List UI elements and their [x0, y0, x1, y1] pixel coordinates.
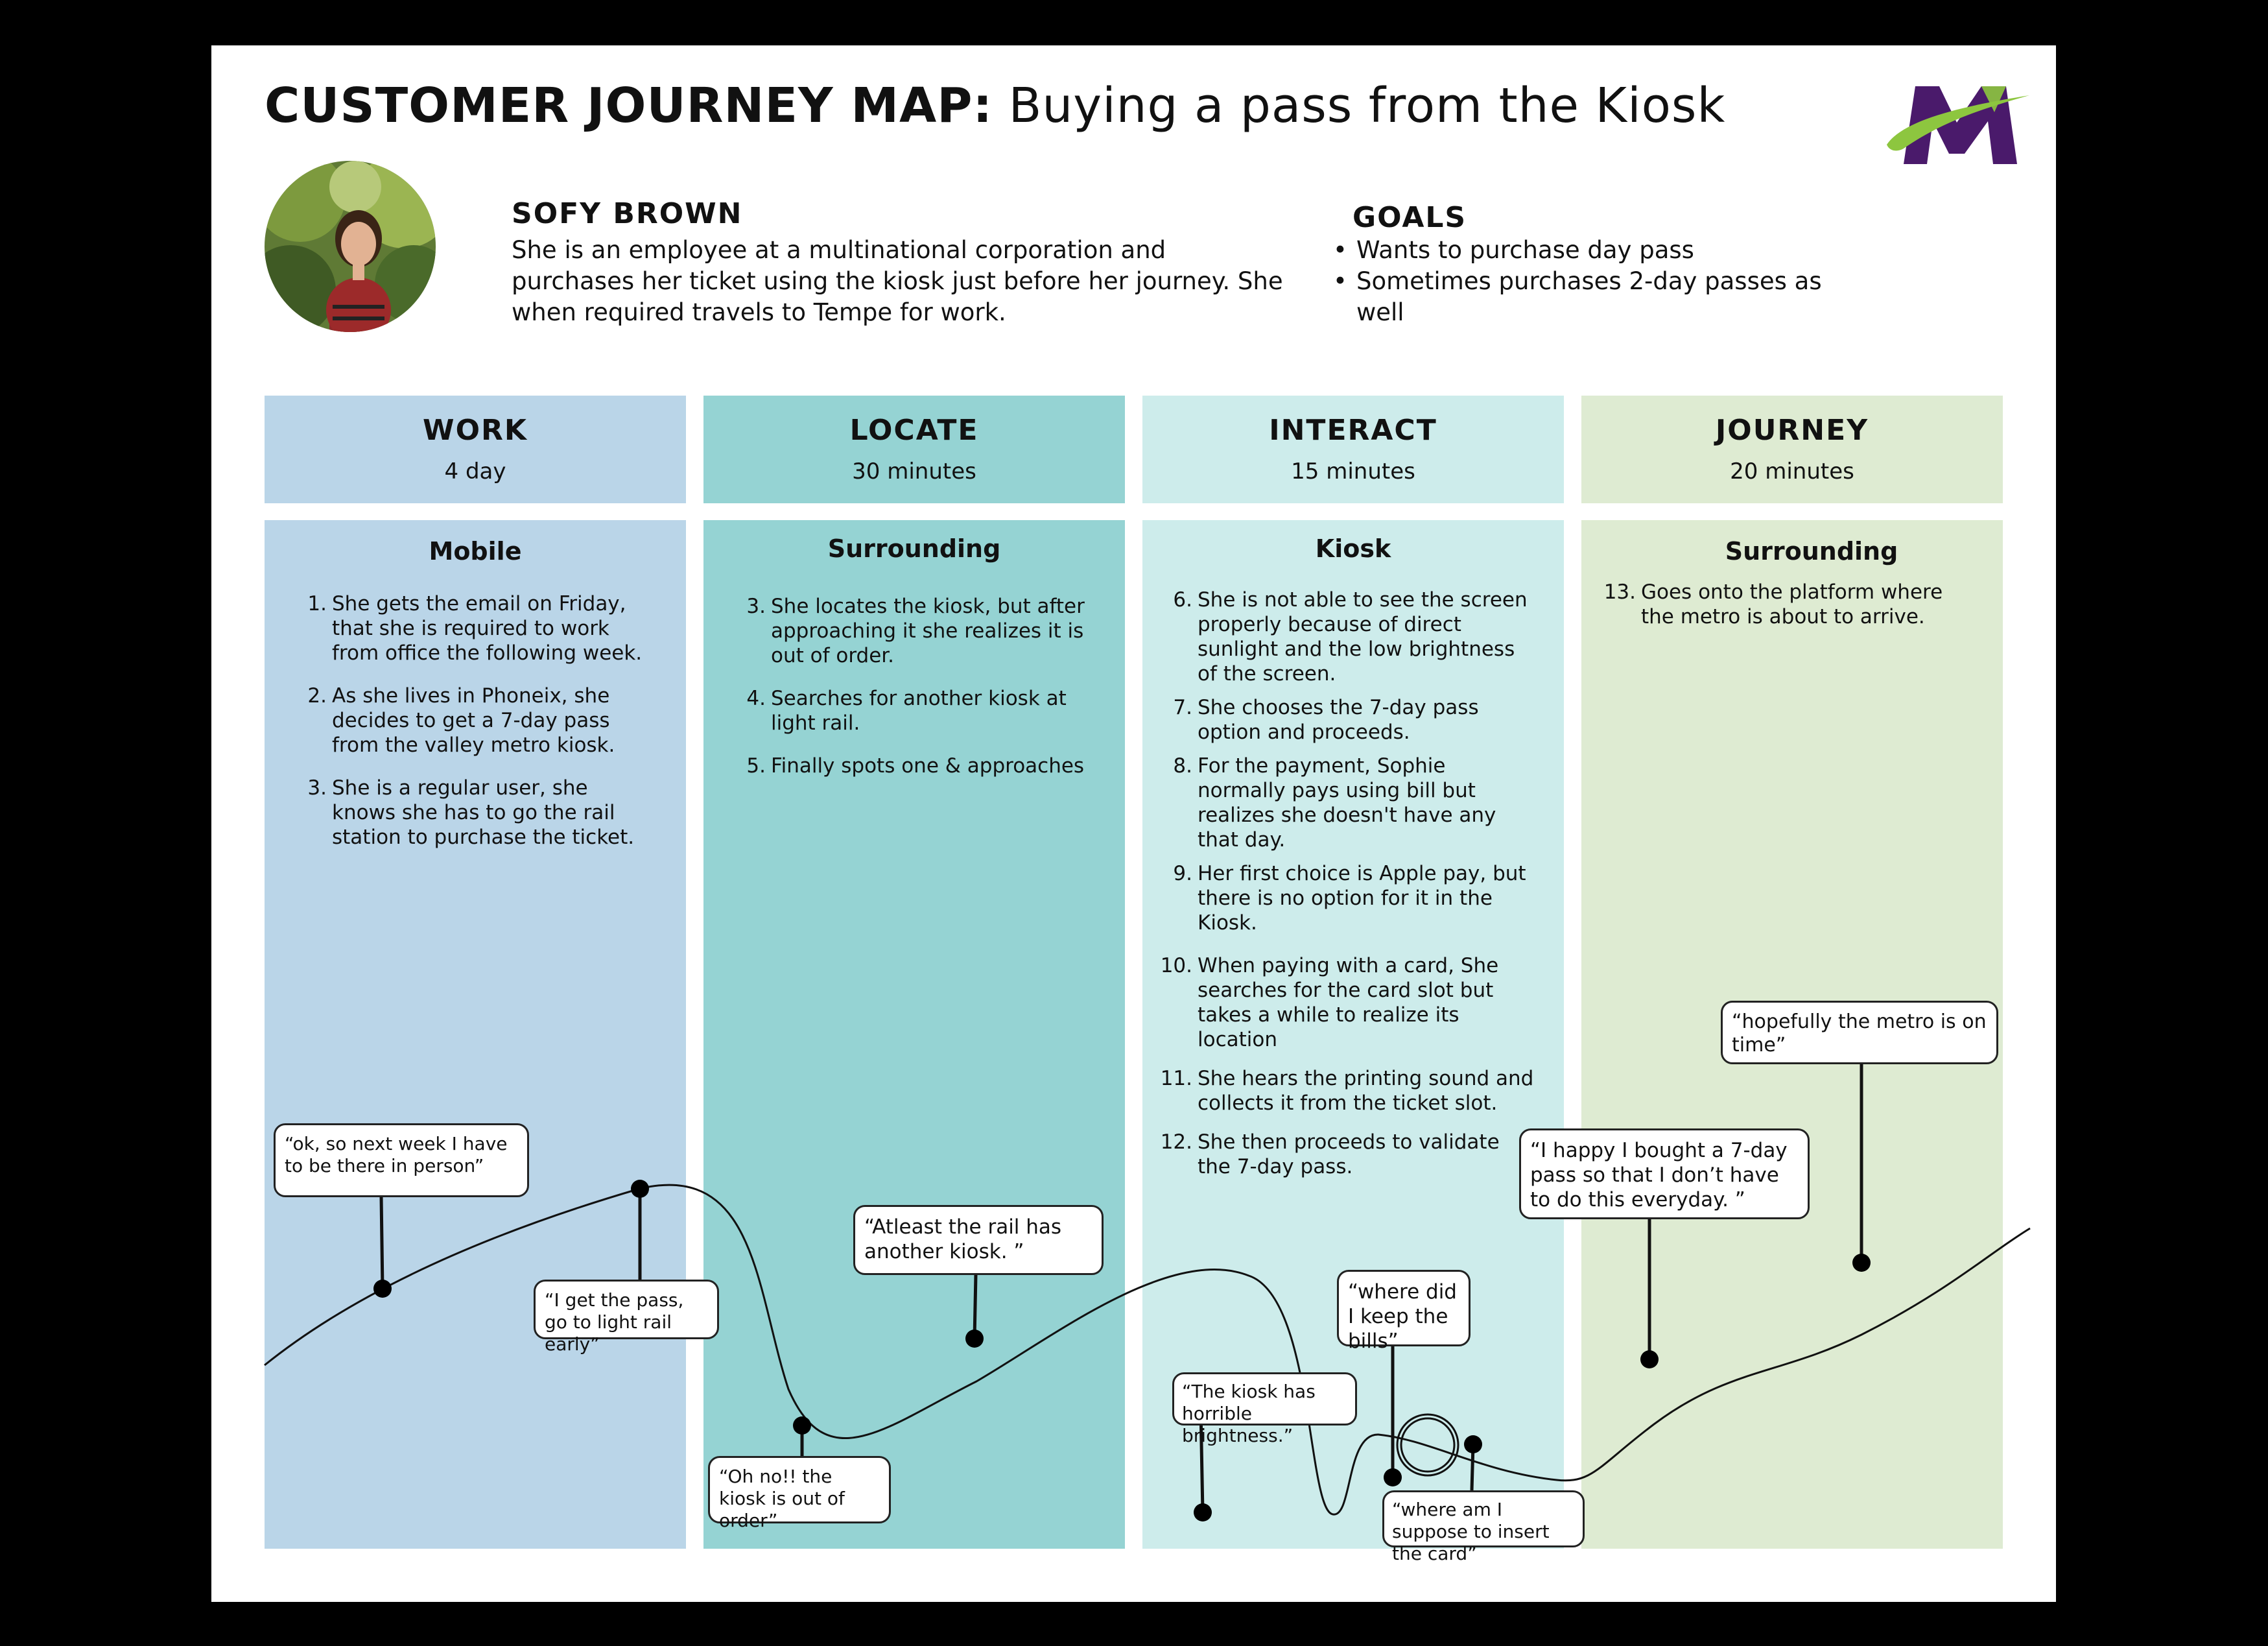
quote-bubble: “where am I suppose to insert the card”: [1382, 1490, 1585, 1564]
quote-bubble: “hopefully the metro is on time”: [1721, 1001, 1998, 1064]
phase-duration: 30 minutes: [852, 459, 976, 484]
emotion-point: [1194, 1503, 1212, 1521]
quote-bubble: “I happy I bought a 7-day pass so that I…: [1519, 1128, 1810, 1219]
emotion-point: [1384, 1468, 1402, 1486]
step-list: 13.Goes onto the platform where the metr…: [1603, 580, 1972, 629]
phase-body-locate: Surrounding 3.She locates the kiosk, but…: [703, 520, 1125, 1549]
emotion-loop: [1396, 1413, 1459, 1477]
emotion-point: [1640, 1350, 1659, 1368]
step-item: 7.She chooses the 7-day pass option and …: [1173, 696, 1479, 744]
quote-bubble: “ok, so next week I have to be there in …: [274, 1123, 529, 1197]
phase-header-interact: INTERACT 15 minutes: [1142, 396, 1564, 503]
quote-bubble: “where did I keep the bills”: [1337, 1270, 1471, 1353]
step-item: 3.She locates the kiosk, but after appro…: [746, 595, 1085, 667]
page-title: CUSTOMER JOURNEY MAP: Buying a pass from…: [265, 78, 1725, 134]
quote-bubble: “Oh no!! the kiosk is out of order”: [708, 1456, 891, 1531]
emotion-loop: [1400, 1417, 1456, 1473]
metro-logo: [1887, 86, 2029, 164]
step-item: 13.Goes onto the platform where the metr…: [1603, 580, 1943, 628]
phase-header-locate: LOCATE 30 minutes: [703, 396, 1125, 503]
emotion-curve: [264, 1064, 2031, 1521]
quote-bubble: “The kiosk has horrible brightness.”: [1172, 1372, 1357, 1446]
phase-header-journey: JOURNEY 20 minutes: [1581, 396, 2003, 503]
step-item: 10.When paying with a card, She searches…: [1160, 954, 1499, 1051]
emotion-point: [793, 1416, 811, 1435]
channel-label: Mobile: [429, 537, 522, 566]
step-item: 12.She then proceeds to validate the 7-d…: [1160, 1130, 1500, 1178]
goal-item: Sometimes purchases 2-day passes as well: [1333, 266, 1839, 328]
channel-label: Surrounding: [827, 534, 1001, 563]
step-item: 8.For the payment, Sophie normally pays …: [1173, 754, 1496, 852]
phase-duration: 20 minutes: [1730, 459, 1854, 484]
persona-description: She is an employee at a multinational co…: [512, 236, 1283, 326]
goals-heading: GOALS: [1353, 201, 1467, 234]
phase-name: JOURNEY: [1715, 414, 1869, 447]
goal-item: Wants to purchase day pass: [1333, 235, 1839, 266]
quote-bubble: “I get the pass, go to light rail early”: [534, 1280, 719, 1355]
step-item: 2.As she lives in Phoneix, she decides t…: [307, 684, 615, 757]
phase-name: LOCATE: [849, 414, 979, 447]
phase-name: INTERACT: [1269, 414, 1437, 447]
step-item: 11.She hears the printing sound and coll…: [1160, 1067, 1534, 1115]
phase-header-work: WORK 4 day: [265, 396, 686, 503]
persona-name: SOFY BROWN: [512, 197, 743, 230]
title-bold: CUSTOMER JOURNEY MAP:: [265, 78, 993, 134]
step-item: 5.Finally spots one & approaches: [746, 754, 1085, 778]
phase-name: WORK: [423, 414, 528, 447]
step-item: 4.Searches for another kiosk at light ra…: [746, 687, 1067, 735]
emotion-line: [264, 1184, 2031, 1516]
step-item: 9.Her first choice is Apple pay, but the…: [1173, 862, 1526, 935]
title-rest: Buying a pass from the Kiosk: [993, 78, 1726, 134]
channel-label: Kiosk: [1315, 534, 1391, 563]
step-item: 6.She is not able to see the screen prop…: [1173, 588, 1528, 686]
phase-duration: 4 day: [444, 459, 506, 484]
step-list: 3.She locates the kiosk, but after appro…: [746, 594, 1095, 778]
phase-body-work: Mobile 1.She gets the email on Friday, t…: [265, 520, 686, 1549]
channel-label: Surrounding: [1725, 537, 1898, 566]
emotion-point: [965, 1330, 984, 1348]
emotion-point: [631, 1180, 649, 1198]
step-item: 3.She is a regular user, she knows she h…: [307, 776, 635, 849]
journey-map-board: CUSTOMER JOURNEY MAP: Buying a pass from…: [211, 45, 2056, 1602]
goals-list: Wants to purchase day pass Sometimes pur…: [1333, 235, 1839, 328]
quote-bubble: “Atleast the rail has another kiosk. ”: [853, 1205, 1104, 1275]
step-list: 1.She gets the email on Friday, that she…: [307, 591, 656, 850]
step-list: 6.She is not able to see the screen prop…: [1160, 588, 1538, 1179]
phase-duration: 15 minutes: [1291, 459, 1415, 484]
emotion-point: [373, 1280, 392, 1298]
emotion-point: [1464, 1435, 1482, 1453]
step-item: 1.She gets the email on Friday, that she…: [307, 592, 643, 665]
emotion-point: [1852, 1254, 1871, 1272]
